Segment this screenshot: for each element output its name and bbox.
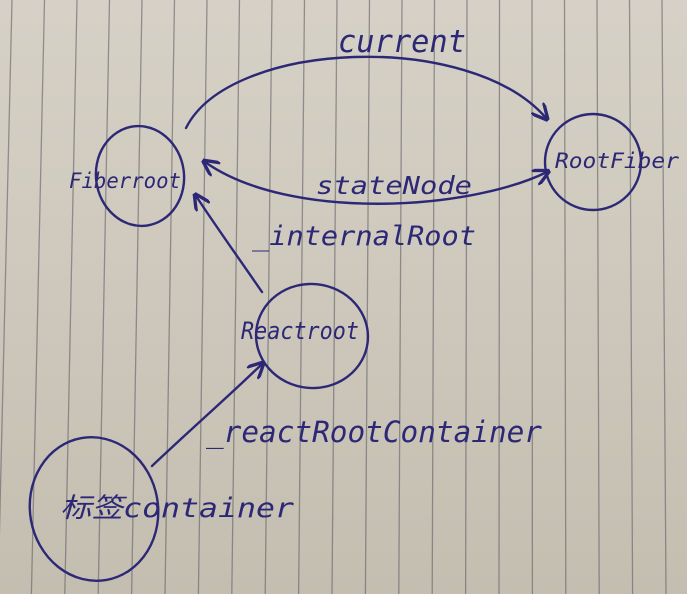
fiber-root-node [94, 124, 186, 228]
rule-line [30, 0, 46, 594]
edge-react-root-container [150, 364, 262, 468]
react-root-node [254, 282, 370, 390]
rule-line [596, 0, 600, 594]
rule-line [464, 0, 468, 594]
rule-line [563, 0, 567, 594]
edge-state-node [205, 162, 547, 205]
dom-container-node [28, 436, 160, 582]
rule-line [628, 0, 634, 594]
root-fiber-label: RootFiber [555, 149, 679, 173]
current-label: current [338, 24, 466, 60]
dom-container-label: 标签container [60, 493, 295, 524]
rule-line [164, 0, 176, 594]
edge-current [184, 55, 546, 130]
rule-line [661, 0, 667, 594]
rule-line [64, 0, 78, 594]
state-node-label: stateNode [316, 171, 472, 200]
fiber-root-label: Fiberroot [69, 169, 181, 193]
react-root-label: Reactroot [241, 317, 359, 345]
rule-line [231, 0, 241, 594]
internal-root-label: _internalRoot [252, 221, 476, 252]
rule-line [331, 0, 338, 594]
rule-line [498, 0, 501, 594]
rule-line [398, 0, 403, 594]
rule-line [130, 0, 143, 594]
rule-line [297, 0, 306, 594]
rule-line [264, 0, 273, 594]
rule-line [364, 0, 371, 594]
rule-line [431, 0, 436, 594]
react-root-container-label: _reactRootContainer [206, 415, 543, 450]
rule-line [197, 0, 208, 594]
edge-internal-root [196, 196, 264, 294]
rule-line [0, 0, 13, 537]
rule-line [97, 0, 111, 594]
